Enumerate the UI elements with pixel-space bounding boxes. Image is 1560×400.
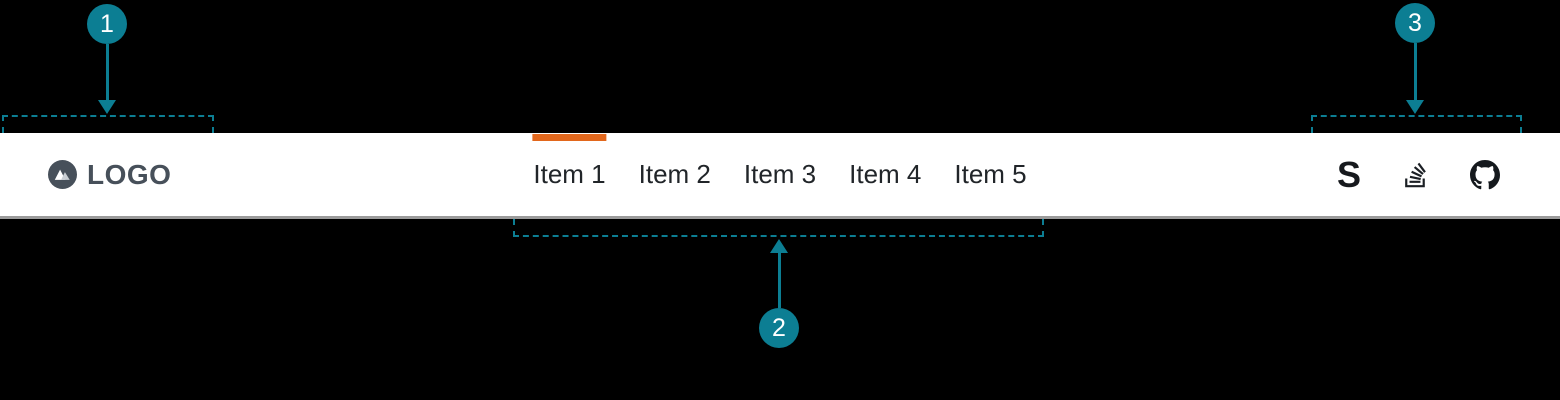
mountain-logo-icon (48, 160, 77, 189)
nav-item-3[interactable]: Item 3 (744, 133, 816, 216)
callout-3-target-region (1311, 115, 1522, 133)
nav-item-label: Item 1 (533, 159, 606, 189)
nav-item-label: Item 5 (954, 159, 1027, 189)
navbar: LOGO Item 1 Item 2 Item 3 Item 4 Item 5 … (0, 133, 1560, 219)
logo-text: LOGO (87, 158, 172, 190)
callout-3-arrow-line (1414, 43, 1417, 101)
logo[interactable]: LOGO (48, 133, 171, 216)
active-indicator (532, 134, 607, 141)
nav-item-1[interactable]: Item 1 (532, 133, 607, 216)
callout-2-arrow-head (770, 239, 788, 253)
stack-overflow-icon[interactable] (1405, 161, 1426, 189)
nav-item-label: Item 4 (849, 159, 922, 189)
callout-1-arrow-head (98, 100, 116, 114)
callout-1-target-region (2, 115, 214, 133)
callout-2-arrow-line (778, 253, 781, 308)
callout-3-badge: 3 (1395, 3, 1435, 43)
s-brand-icon[interactable]: S (1336, 153, 1361, 195)
callout-1-badge: 1 (87, 4, 127, 44)
callout-2-badge: 2 (759, 308, 799, 348)
nav-item-5[interactable]: Item 5 (954, 133, 1026, 216)
callout-2-target-region (513, 219, 1044, 237)
callout-3-arrow-head (1406, 100, 1424, 114)
nav-item-2[interactable]: Item 2 (639, 133, 711, 216)
github-icon[interactable] (1470, 159, 1500, 190)
nav-item-label: Item 3 (743, 159, 817, 189)
nav-menu: Item 1 Item 2 Item 3 Item 4 Item 5 (532, 133, 1027, 216)
social-icons: S (1337, 133, 1500, 216)
nav-item-label: Item 2 (638, 159, 711, 189)
nav-item-4[interactable]: Item 4 (849, 133, 921, 216)
callout-1-arrow-line (106, 44, 109, 101)
